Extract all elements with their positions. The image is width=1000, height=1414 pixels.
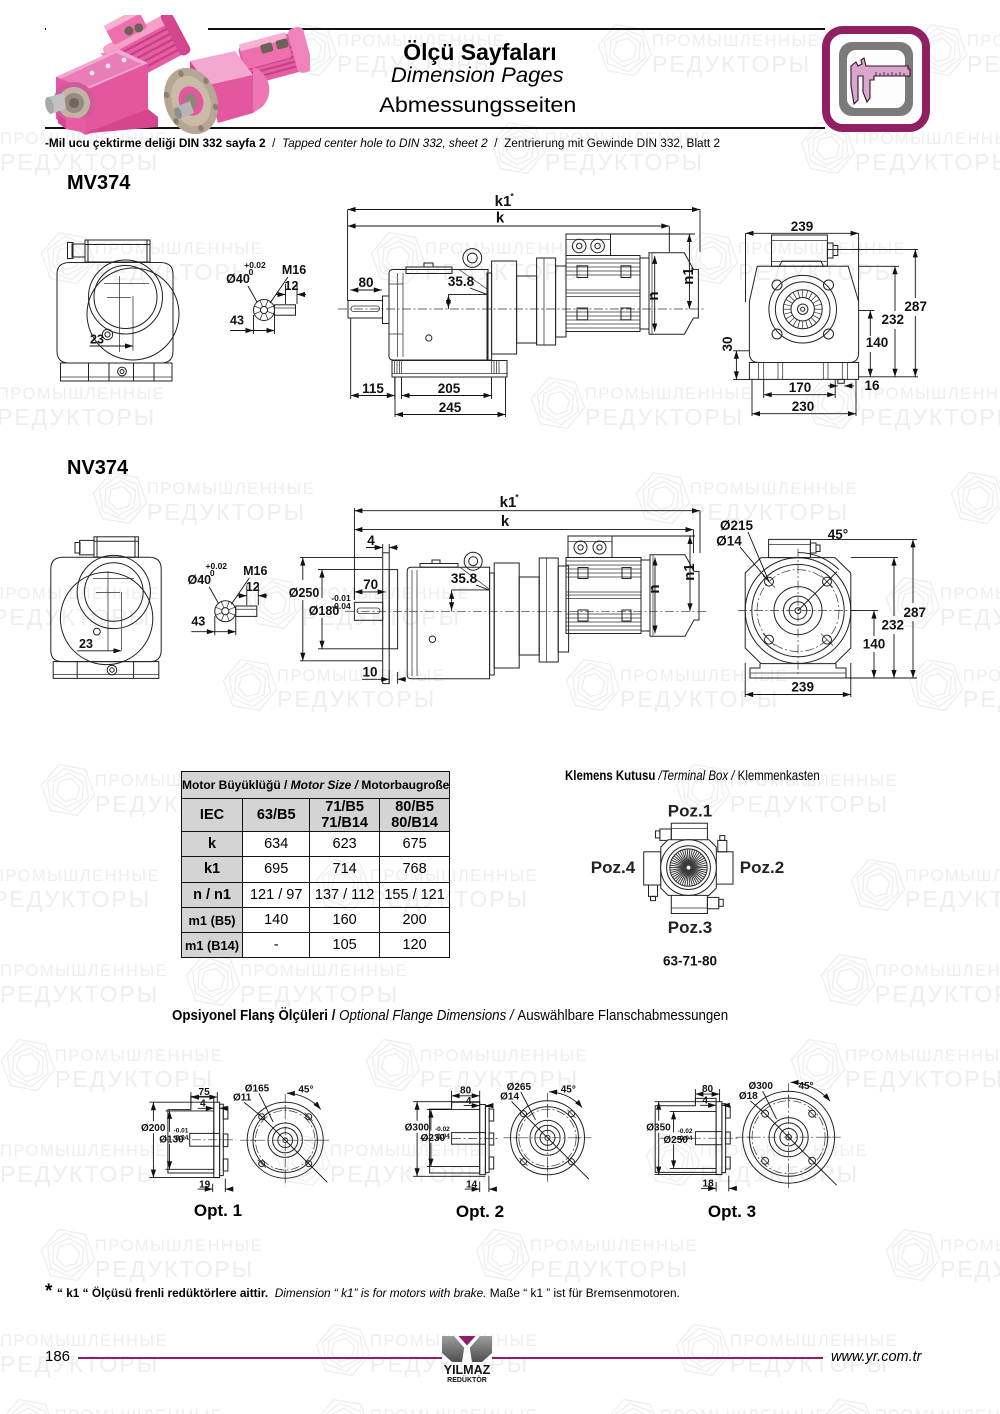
svg-text:M16: M16 — [243, 564, 267, 578]
svg-text:35.8: 35.8 — [451, 571, 478, 586]
svg-text:45°: 45° — [298, 1085, 313, 1096]
svg-text:k1: k1 — [500, 494, 517, 511]
svg-text:4: 4 — [200, 1099, 206, 1110]
svg-text:Poz.3: Poz.3 — [668, 918, 712, 937]
svg-text:80: 80 — [702, 1084, 714, 1095]
svg-text:k: k — [501, 513, 510, 530]
svg-text:-0.04: -0.04 — [435, 1133, 450, 1140]
svg-text:Ø40: Ø40 — [226, 272, 250, 286]
svg-text:Ø11: Ø11 — [233, 1092, 252, 1103]
svg-text:140: 140 — [866, 335, 889, 350]
svg-text:12: 12 — [246, 580, 260, 594]
svg-text:16: 16 — [864, 378, 880, 393]
svg-text:Ø215: Ø215 — [720, 518, 754, 533]
svg-text:Ø14: Ø14 — [500, 1092, 519, 1103]
svg-text:Ø250: Ø250 — [289, 586, 320, 600]
svg-text:REDÜKTÖR: REDÜKTÖR — [447, 1375, 487, 1384]
svg-text:245: 245 — [439, 400, 462, 415]
svg-text:-0.01: -0.01 — [174, 1127, 189, 1134]
svg-text:Ø350: Ø350 — [646, 1123, 671, 1134]
svg-text:239: 239 — [791, 219, 814, 234]
svg-text:45°: 45° — [561, 1085, 576, 1096]
svg-text:232: 232 — [882, 312, 905, 327]
svg-text:-0.04: -0.04 — [331, 601, 351, 611]
svg-text:-0.04: -0.04 — [174, 1134, 189, 1141]
svg-text:Ø14: Ø14 — [716, 534, 742, 549]
svg-text:10: 10 — [362, 665, 377, 680]
svg-text:+0.02: +0.02 — [244, 260, 266, 270]
svg-text:23: 23 — [79, 637, 93, 651]
svg-text:230: 230 — [792, 399, 815, 414]
svg-text:12: 12 — [285, 279, 299, 293]
svg-text:Ø300: Ø300 — [405, 1123, 430, 1134]
svg-text:Ø130: Ø130 — [159, 1134, 184, 1145]
svg-text:30: 30 — [720, 336, 735, 351]
svg-text:4: 4 — [702, 1096, 708, 1107]
svg-text:Poz.2: Poz.2 — [740, 858, 784, 877]
svg-text:-0.04: -0.04 — [678, 1135, 693, 1142]
svg-text:239: 239 — [791, 680, 814, 695]
svg-text:Ø250: Ø250 — [663, 1135, 688, 1146]
svg-text:14: 14 — [466, 1179, 478, 1190]
svg-text:M16: M16 — [282, 263, 306, 277]
svg-text:Ø230: Ø230 — [421, 1133, 446, 1144]
svg-text:287: 287 — [904, 299, 927, 314]
svg-text:+0.02: +0.02 — [206, 561, 228, 571]
svg-text:115: 115 — [362, 381, 384, 396]
svg-text:k: k — [496, 210, 505, 227]
svg-text:n: n — [646, 584, 663, 593]
svg-text:232: 232 — [882, 618, 905, 633]
svg-text:19: 19 — [199, 1179, 211, 1190]
svg-text:Ø300: Ø300 — [748, 1081, 773, 1092]
svg-text:k1: k1 — [495, 193, 512, 210]
svg-text:-0.02: -0.02 — [678, 1128, 693, 1135]
svg-text:Ø18: Ø18 — [739, 1091, 758, 1102]
svg-text:YILMAZ: YILMAZ — [444, 1363, 491, 1377]
svg-text:Poz.1: Poz.1 — [668, 802, 712, 821]
svg-text:Poz.4: Poz.4 — [591, 858, 636, 877]
svg-text:0: 0 — [210, 568, 215, 578]
svg-text:35.8: 35.8 — [448, 274, 475, 289]
svg-text:23: 23 — [90, 333, 104, 347]
svg-text:18: 18 — [703, 1179, 715, 1190]
svg-text:n: n — [645, 291, 662, 300]
svg-text:Ø200: Ø200 — [141, 1123, 166, 1134]
svg-text:0: 0 — [249, 267, 254, 277]
svg-text:70: 70 — [363, 577, 378, 592]
svg-text:n1: n1 — [681, 563, 698, 581]
svg-text:43: 43 — [191, 615, 205, 629]
svg-text:*: * — [515, 492, 519, 502]
svg-text:43: 43 — [230, 314, 244, 328]
svg-text:80: 80 — [358, 275, 373, 290]
svg-text:4: 4 — [367, 533, 375, 548]
svg-text:205: 205 — [438, 381, 461, 396]
svg-text:75: 75 — [199, 1087, 211, 1098]
svg-text:Ø180: Ø180 — [309, 604, 340, 618]
svg-text:63-71-80: 63-71-80 — [663, 954, 717, 969]
svg-text:45°: 45° — [828, 527, 848, 542]
svg-text:*: * — [510, 191, 514, 201]
svg-text:-0.02: -0.02 — [435, 1126, 450, 1133]
svg-text:287: 287 — [904, 605, 927, 620]
svg-text:45°: 45° — [798, 1081, 813, 1092]
svg-text:Ø40: Ø40 — [187, 573, 211, 587]
svg-text:170: 170 — [789, 380, 812, 395]
svg-text:-0.01: -0.01 — [331, 593, 351, 603]
svg-text:140: 140 — [863, 637, 886, 652]
svg-text:Ø165: Ø165 — [245, 1083, 270, 1094]
svg-text:Ø265: Ø265 — [507, 1082, 532, 1093]
svg-text:n1: n1 — [680, 267, 697, 285]
svg-text:80: 80 — [460, 1086, 472, 1097]
